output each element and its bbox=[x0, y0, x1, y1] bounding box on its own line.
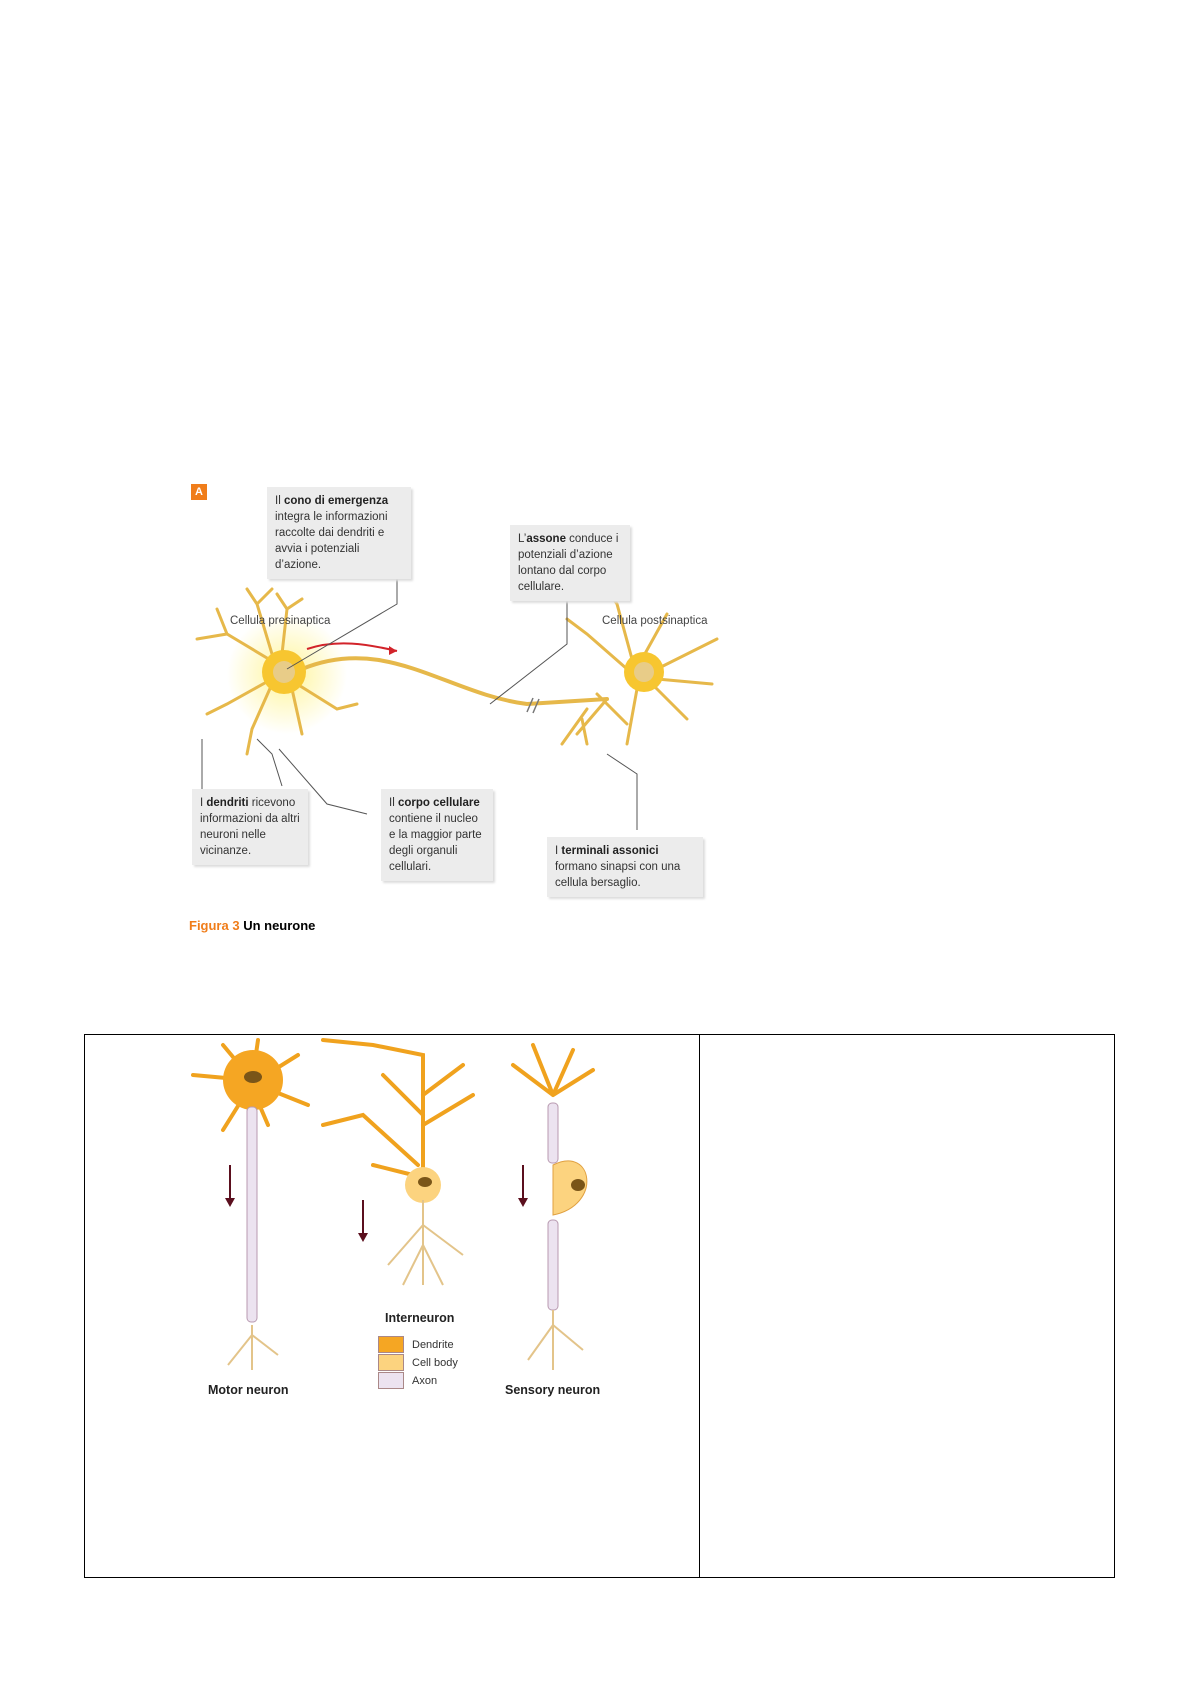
label-motor-neuron: Motor neuron bbox=[208, 1383, 289, 1397]
label-sensory-neuron: Sensory neuron bbox=[505, 1383, 601, 1397]
legend-label: Axon bbox=[412, 1374, 438, 1387]
callout-dendriti: I dendriti ricevono informazioni da altr… bbox=[192, 789, 308, 865]
neuron-illustration bbox=[195, 579, 719, 830]
label-presinaptica: Cellula presinaptica bbox=[230, 615, 331, 627]
legend-label: Dendrite bbox=[412, 1338, 454, 1351]
legend-label: Cell body bbox=[412, 1356, 458, 1369]
table-cell-empty[interactable] bbox=[699, 1034, 1115, 1578]
callout-corpo-cellulare: Il corpo cellulare contiene il nucleo e … bbox=[381, 789, 493, 881]
neuron-types-figure: Motor neuron Interneuron Sensory neuron … bbox=[173, 1035, 613, 1405]
figure-badge: A bbox=[191, 484, 207, 500]
legend-swatch bbox=[378, 1354, 404, 1371]
neuron-figure: A Il cono di emergenza integra le inform… bbox=[187, 484, 737, 939]
legend-cell-body: Cell body bbox=[378, 1354, 458, 1371]
table-cell-image: Motor neuron Interneuron Sensory neuron … bbox=[84, 1034, 700, 1578]
neuron-types-illustration bbox=[191, 1038, 595, 1370]
callout-terminali: I terminali assonici formano sinapsi con… bbox=[547, 837, 703, 897]
legend-swatch bbox=[378, 1372, 404, 1389]
callout-cono-emergenza: Il cono di emergenza integra le informaz… bbox=[267, 487, 411, 579]
callout-assone: L’assone conduce i potenziali d’azione l… bbox=[510, 525, 630, 601]
neuron-types-table: Motor neuron Interneuron Sensory neuron … bbox=[84, 1034, 1115, 1578]
figure-caption: Figura 3 Un neurone bbox=[189, 918, 316, 933]
legend-axon: Axon bbox=[378, 1372, 437, 1389]
label-postsinaptica: Cellula postsinaptica bbox=[602, 615, 708, 627]
label-interneuron: Interneuron bbox=[385, 1311, 455, 1325]
legend-dendrite: Dendrite bbox=[378, 1336, 454, 1353]
legend-swatch bbox=[378, 1336, 404, 1353]
